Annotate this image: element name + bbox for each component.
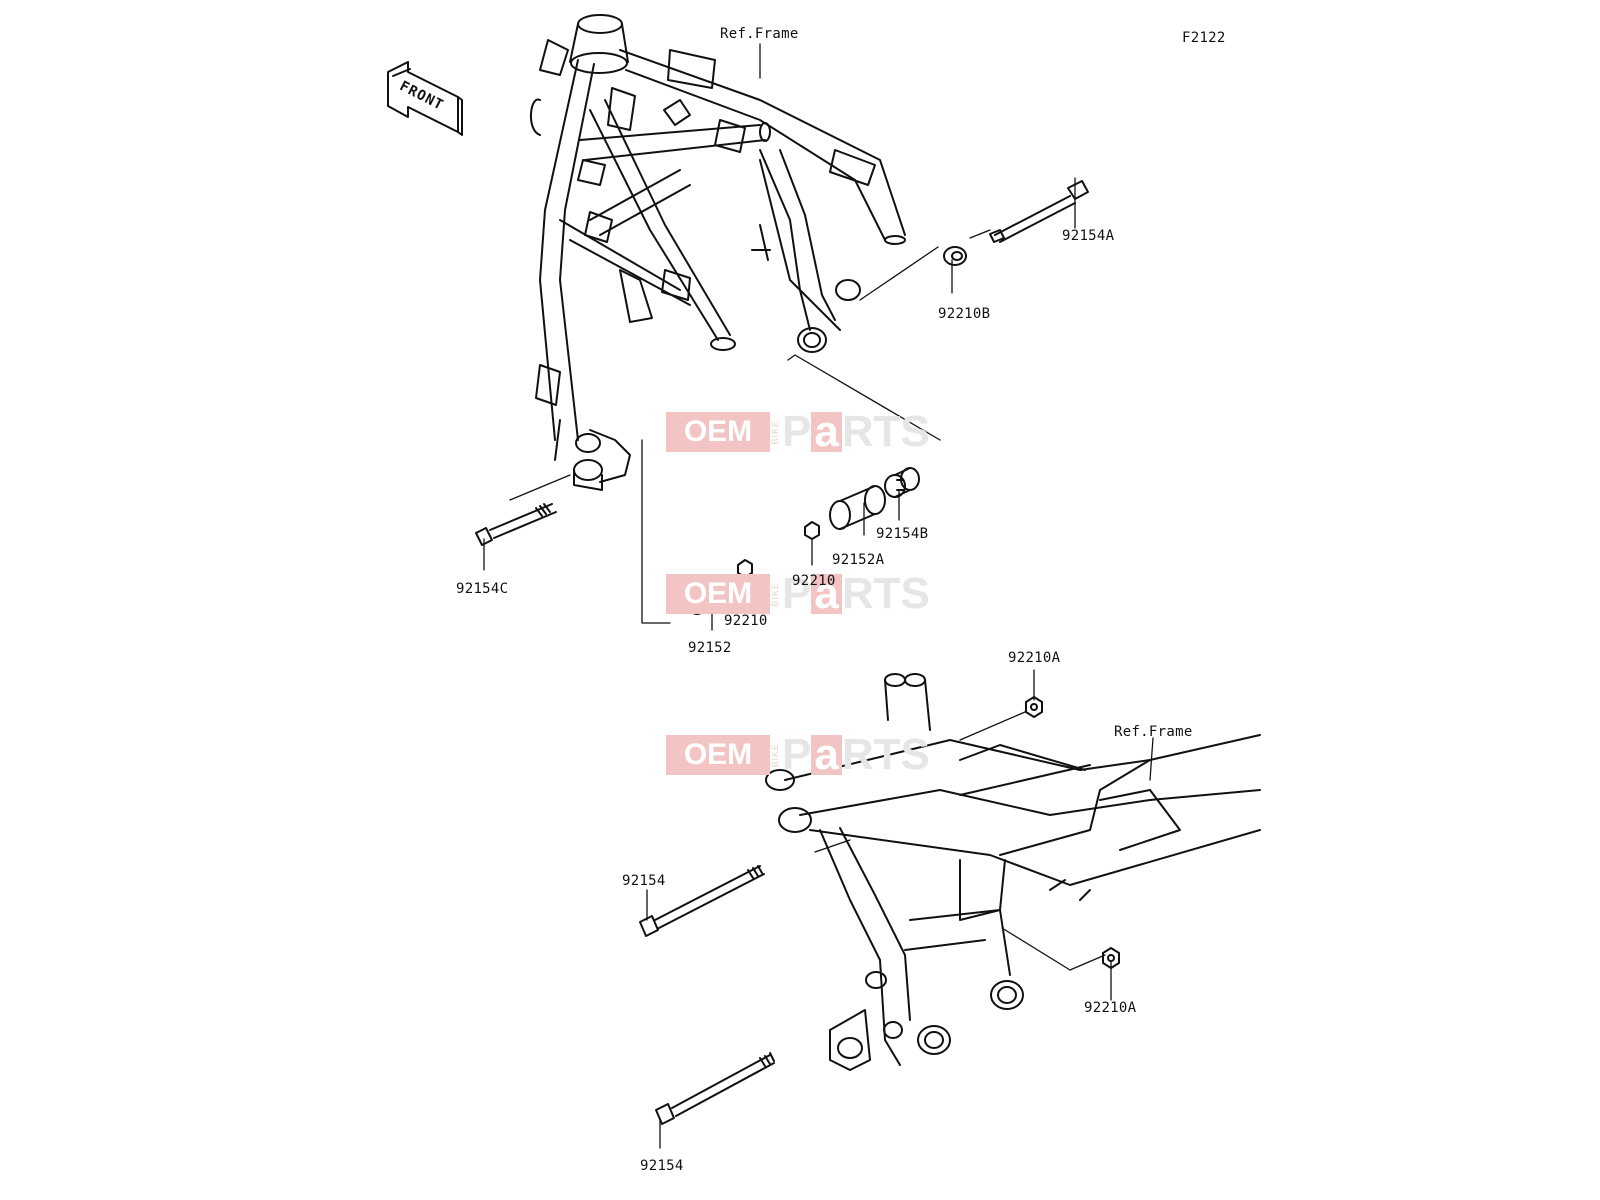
nut-92210-upper-icon xyxy=(804,521,820,540)
figure-code: F2122 xyxy=(1182,30,1226,46)
part-label-92154-lower[interactable]: 92154 xyxy=(640,1158,684,1174)
nut-92210-lower-icon xyxy=(737,559,753,578)
part-label-92210A-top[interactable]: 92210A xyxy=(1008,650,1061,666)
part-label-92210-upper[interactable]: 92210 xyxy=(792,573,836,589)
watermark-bike: BIKE xyxy=(770,742,780,768)
lower-leaders xyxy=(646,669,1154,1149)
nut-92210A-top-icon xyxy=(1025,696,1043,718)
upper-leaders xyxy=(483,43,1076,631)
part-label-92152[interactable]: 92152 xyxy=(688,640,732,656)
part-label-92154C[interactable]: 92154C xyxy=(456,581,509,597)
bolt-92154-upper-icon xyxy=(639,865,765,937)
part-label-92210-lower[interactable]: 92210 xyxy=(724,613,768,629)
part-label-92154B[interactable]: 92154B xyxy=(876,526,929,542)
lower-frame xyxy=(765,673,1261,1071)
nut-92210B-icon xyxy=(943,246,967,266)
part-label-92154A[interactable]: 92154A xyxy=(1062,228,1115,244)
part-label-92152A[interactable]: 92152A xyxy=(832,552,885,568)
ref-frame-label-lower: Ref.Frame xyxy=(1114,724,1193,740)
ref-frame-label-upper: Ref.Frame xyxy=(720,26,799,42)
collar-92154B-icon xyxy=(884,467,920,498)
watermark-bike: BIKE xyxy=(770,581,780,607)
part-label-92210A-right[interactable]: 92210A xyxy=(1084,1000,1137,1016)
front-arrow-icon xyxy=(387,61,463,136)
bolt-92154A-icon xyxy=(989,180,1089,243)
watermark-oem: OEM xyxy=(666,574,770,614)
nut-92210A-right-icon xyxy=(1102,947,1120,969)
upper-frame xyxy=(530,14,906,491)
watermark-bike: BIKE xyxy=(770,419,780,445)
bolt-92154C-icon xyxy=(475,503,557,546)
watermark-oem: OEM xyxy=(666,412,770,452)
bolt-92154-lower-icon xyxy=(655,1052,775,1125)
watermark-oem: OEM xyxy=(666,735,770,775)
spacer-92152A-icon xyxy=(829,485,886,530)
part-label-92210B[interactable]: 92210B xyxy=(938,306,991,322)
part-label-92154-upper[interactable]: 92154 xyxy=(622,873,666,889)
